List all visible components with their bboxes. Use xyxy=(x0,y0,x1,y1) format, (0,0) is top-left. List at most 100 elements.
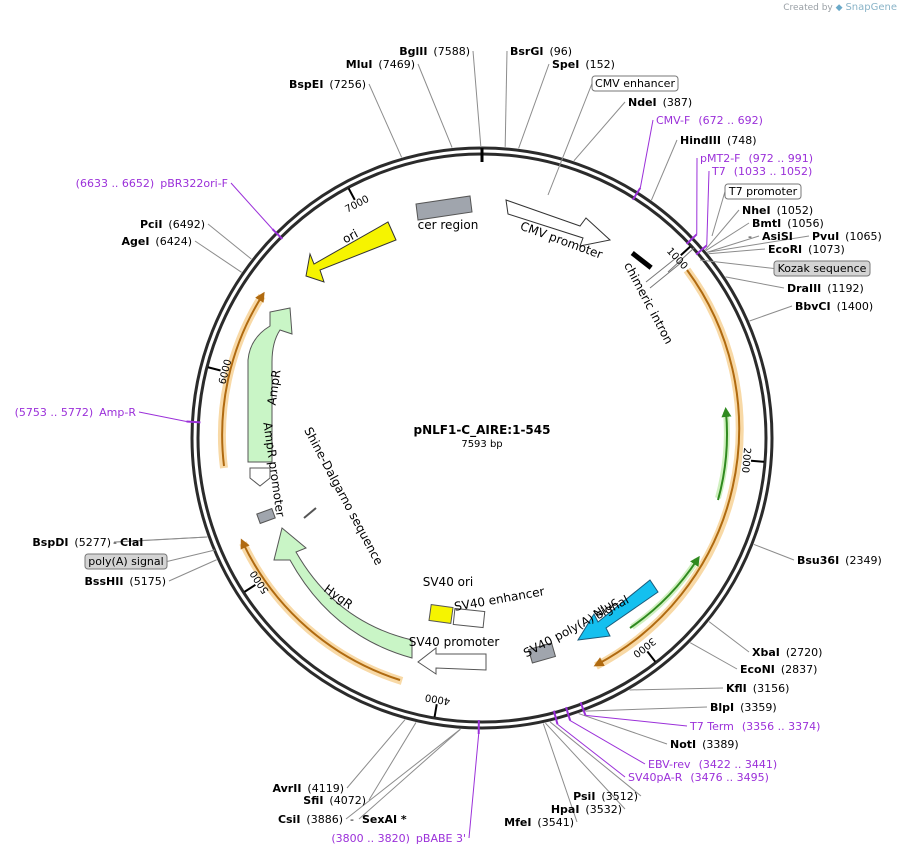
site-label-asisi[interactable]: AsiSI xyxy=(762,230,793,243)
leader-line xyxy=(704,209,740,251)
site-label-nhei[interactable]: NheI(1052) xyxy=(742,204,813,217)
site-label-pcii[interactable]: PciI(6492) xyxy=(140,218,205,231)
site-label-mlui[interactable]: MluI(7469) xyxy=(346,58,415,71)
site-label-pvui[interactable]: PvuI(1065) xyxy=(812,230,882,243)
site-label-ecori[interactable]: EcoRI(1073) xyxy=(768,243,845,256)
primer-mark xyxy=(271,228,283,240)
primer-label[interactable]: SV40pA-R(3476 .. 3495) xyxy=(628,771,769,784)
kozak-mark xyxy=(645,247,695,289)
primer-leader xyxy=(706,170,710,246)
leader-line xyxy=(705,222,750,251)
cmv-promoter-feature xyxy=(505,199,612,247)
leader-line xyxy=(345,728,461,820)
leader-line xyxy=(585,706,708,712)
boxed-label[interactable]: Kozak sequence xyxy=(778,262,867,275)
leader-line xyxy=(711,191,726,237)
primer-label[interactable]: EBV-rev(3422 .. 3441) xyxy=(648,758,777,771)
primer-mark xyxy=(631,187,642,201)
feature-label-cer-region[interactable]: cer region xyxy=(418,218,479,232)
ampr-feature xyxy=(247,307,293,463)
tick-5000 xyxy=(243,583,256,593)
site-label-sfii[interactable]: SfiI(4072) xyxy=(303,794,366,807)
site-label-agei[interactable]: AgeI(6424) xyxy=(121,235,192,248)
boxed-label[interactable]: poly(A) signal xyxy=(88,555,163,568)
snapgene-credit: Created by ◆ SnapGene xyxy=(783,2,897,13)
leader-line xyxy=(518,63,550,149)
site-label-bsu36i[interactable]: Bsu36I(2349) xyxy=(797,554,882,567)
primer-mark xyxy=(685,233,698,245)
site-label-bglii[interactable]: BglII(7588) xyxy=(399,45,470,58)
primer-label[interactable]: T7 Term(3356 .. 3374) xyxy=(689,720,820,733)
tick-label: 2000 xyxy=(739,447,752,473)
site-label-noti[interactable]: NotI(3389) xyxy=(670,738,739,751)
feature-label-ampr[interactable]: AmpR xyxy=(265,369,284,406)
site-label-mfei[interactable]: MfeI(3541) xyxy=(504,816,574,829)
boxed-label[interactable]: CMV enhancer xyxy=(595,77,675,90)
site-label-kfli[interactable]: KflI(3156) xyxy=(726,682,789,695)
site-label-econi[interactable]: EcoNI(2837) xyxy=(740,663,817,676)
sv40-promoter-feature xyxy=(417,646,487,675)
primer-label[interactable]: (3800 .. 3820)pBABE 3' xyxy=(331,832,466,845)
site-label-blpi[interactable]: BlpI(3359) xyxy=(710,701,777,714)
site-label-bmti[interactable]: BmtI(1056) xyxy=(752,217,824,230)
plasmid-length: 7593 bp xyxy=(461,439,502,450)
sv40-ori-feature xyxy=(428,603,454,625)
site-label-bsshii[interactable]: BssHII(5175) xyxy=(85,575,166,588)
leader-line xyxy=(725,276,785,289)
site-label-avrii[interactable]: AvrII(4119) xyxy=(273,782,344,795)
boxed-label-frame xyxy=(724,183,802,200)
leader-line xyxy=(545,722,626,810)
site-label-bbvci[interactable]: BbvCI(1400) xyxy=(795,300,873,313)
leader-line xyxy=(368,722,417,801)
leader-line xyxy=(699,259,775,269)
credit-brand: SnapGene xyxy=(845,2,897,13)
feature-label-sv40-poly-a-signal[interactable]: SV40 poly(A) signal xyxy=(521,593,631,660)
site-label-psii[interactable]: PsiI(3512) xyxy=(573,790,638,803)
feature-label-shine-dalgarno-sequence[interactable]: Shine-Dalgarno sequence xyxy=(301,425,386,568)
primer-mark xyxy=(552,710,559,725)
leader-line xyxy=(708,248,766,255)
feature-label-ori[interactable]: ori xyxy=(340,227,360,247)
leader-line xyxy=(547,83,593,196)
site-label-hindiii[interactable]: HindIII(748) xyxy=(680,134,757,147)
site-label-bspei[interactable]: BspEI(7256) xyxy=(289,78,366,91)
site-label-hpai[interactable]: HpaI(3532) xyxy=(551,803,622,816)
credit-prefix: Created by xyxy=(783,3,833,13)
leader-line xyxy=(707,235,760,253)
site-label-sexai[interactable]: SexAI * xyxy=(362,813,407,826)
shine-dalgarno-mark xyxy=(303,507,317,519)
plasmid-name: pNLF1-C_AIRE:1-545 xyxy=(414,423,551,438)
chimeric-intron-mark xyxy=(630,251,653,270)
primer-label[interactable]: T7(1033 .. 1052) xyxy=(711,165,812,178)
tick-3000 xyxy=(646,650,657,663)
site-label-csii[interactable]: CsiI(3886) xyxy=(278,813,343,826)
site-label-bspdi[interactable]: BspDI(5277) xyxy=(32,536,111,549)
site-label-xbai[interactable]: XbaI(2720) xyxy=(752,646,822,659)
primer-label[interactable]: pMT2-F(972 .. 991) xyxy=(700,152,813,165)
cer-region-feature xyxy=(415,195,473,221)
leader-line xyxy=(708,621,750,653)
primer-label[interactable]: (6633 .. 6652)pBR322ori-F xyxy=(76,177,228,190)
leader-line xyxy=(753,543,795,561)
site-label-clai[interactable]: ClaI xyxy=(120,536,143,549)
boxed-label-frame xyxy=(773,260,871,277)
feature-label-chimeric-intron[interactable]: chimeric intron xyxy=(621,260,676,347)
leader-line xyxy=(707,235,810,253)
leader-line xyxy=(358,728,461,820)
primer-label[interactable]: CMV-F(672 .. 692) xyxy=(656,114,763,127)
feature-label-sv40-ori[interactable]: SV40 ori xyxy=(423,575,474,589)
site-label-draiii[interactable]: DraIII(1192) xyxy=(787,282,864,295)
tick-2000 xyxy=(750,459,765,463)
primer-leader xyxy=(138,411,187,423)
primer-label[interactable]: (5753 .. 5772)Amp-R xyxy=(15,406,137,419)
site-label-spei[interactable]: SpeI(152) xyxy=(552,58,615,71)
hygr-feature xyxy=(273,527,413,659)
site-pair-dash: - xyxy=(748,230,752,243)
sv40-enhancer-feature xyxy=(452,607,486,629)
site-label-ndei[interactable]: NdeI(387) xyxy=(628,96,692,109)
site-label-bsrgi[interactable]: BsrGI(96) xyxy=(510,45,572,58)
feature-label-sv40-promoter[interactable]: SV40 promoter xyxy=(409,635,500,649)
site-pair-dash: - xyxy=(113,536,117,549)
boxed-label[interactable]: T7 promoter xyxy=(728,185,798,198)
